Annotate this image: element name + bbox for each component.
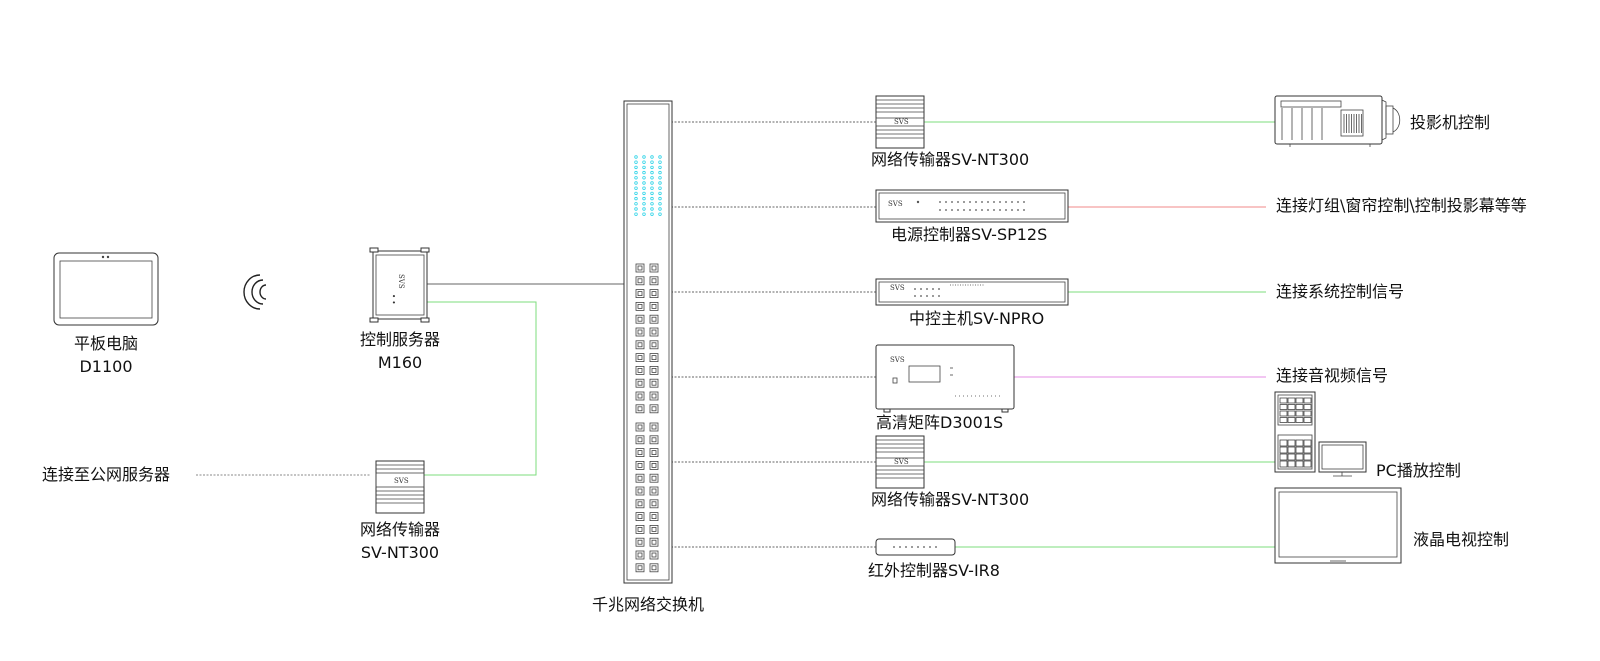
npro-label: 中控主机SV-NPRO (909, 309, 1045, 328)
switch-led-grid (634, 155, 662, 216)
lcd-tv-icon (1274, 487, 1402, 564)
lighting-control-label: 连接灯组\窗帘控制\控制投影幕等等 (1276, 196, 1527, 215)
svg-text:• •: • • (389, 294, 397, 304)
projector-control-label: 投影机控制 (1410, 113, 1491, 132)
gigabit-switch-icon (623, 100, 673, 584)
public-server-label: 连接至公网服务器 (42, 465, 171, 484)
svg-text:SVS: SVS (890, 284, 905, 292)
wifi-signal-icon (243, 274, 267, 310)
lcd-tv-control-label: 液晶电视控制 (1413, 530, 1510, 549)
pc-control-label: PC播放控制 (1376, 461, 1461, 480)
power-controller-icon: SVS (875, 189, 1069, 223)
tablet-name: 平板电脑 (73, 334, 139, 353)
sp12s-label: 电源控制器SV-SP12S (891, 225, 1048, 244)
d3001s-label: 高清矩阵D3001S (876, 413, 1004, 432)
transmitter-left-name: 网络传输器 (359, 520, 441, 539)
projector-icon (1274, 95, 1401, 147)
svg-text:SVS: SVS (894, 118, 909, 126)
transmitter-mid-icon: SVS (875, 435, 925, 489)
pc-computer-icon (1274, 391, 1367, 477)
transmitter-left-model: SV-NT300 (360, 543, 440, 562)
switch-port-grid (635, 263, 659, 573)
control-server-name: 控制服务器 (359, 330, 441, 349)
line-transmitter-to-server (414, 301, 537, 476)
transmitter-top-icon: SVS (875, 95, 925, 149)
tablet-icon (53, 252, 159, 326)
svg-text:SVS: SVS (394, 477, 409, 485)
system-signal-label: 连接系统控制信号 (1276, 282, 1405, 301)
transmitter-left-icon: SVS (375, 460, 425, 514)
ir8-label: 红外控制器SV-IR8 (868, 561, 1000, 580)
central-host-icon: SVS (875, 278, 1069, 306)
switch-name: 千兆网络交换机 (591, 595, 705, 614)
svg-text:SVS: SVS (894, 458, 909, 466)
svg-text:SVS: SVS (888, 200, 903, 208)
tablet-model: D1100 (79, 357, 133, 376)
svg-text:SVS: SVS (397, 274, 405, 289)
nt300-top-label: 网络传输器SV-NT300 (871, 150, 1030, 169)
svg-text:SVS: SVS (890, 356, 905, 364)
nt300-mid-label: 网络传输器SV-NT300 (871, 490, 1030, 509)
matrix-switcher-icon: SVS (875, 344, 1015, 413)
av-signal-label: 连接音视频信号 (1276, 366, 1389, 385)
control-server-model: M160 (377, 353, 423, 372)
control-server-icon: SVS • • (369, 247, 430, 323)
connections (196, 121, 1275, 548)
ir-controller-icon (875, 538, 956, 556)
